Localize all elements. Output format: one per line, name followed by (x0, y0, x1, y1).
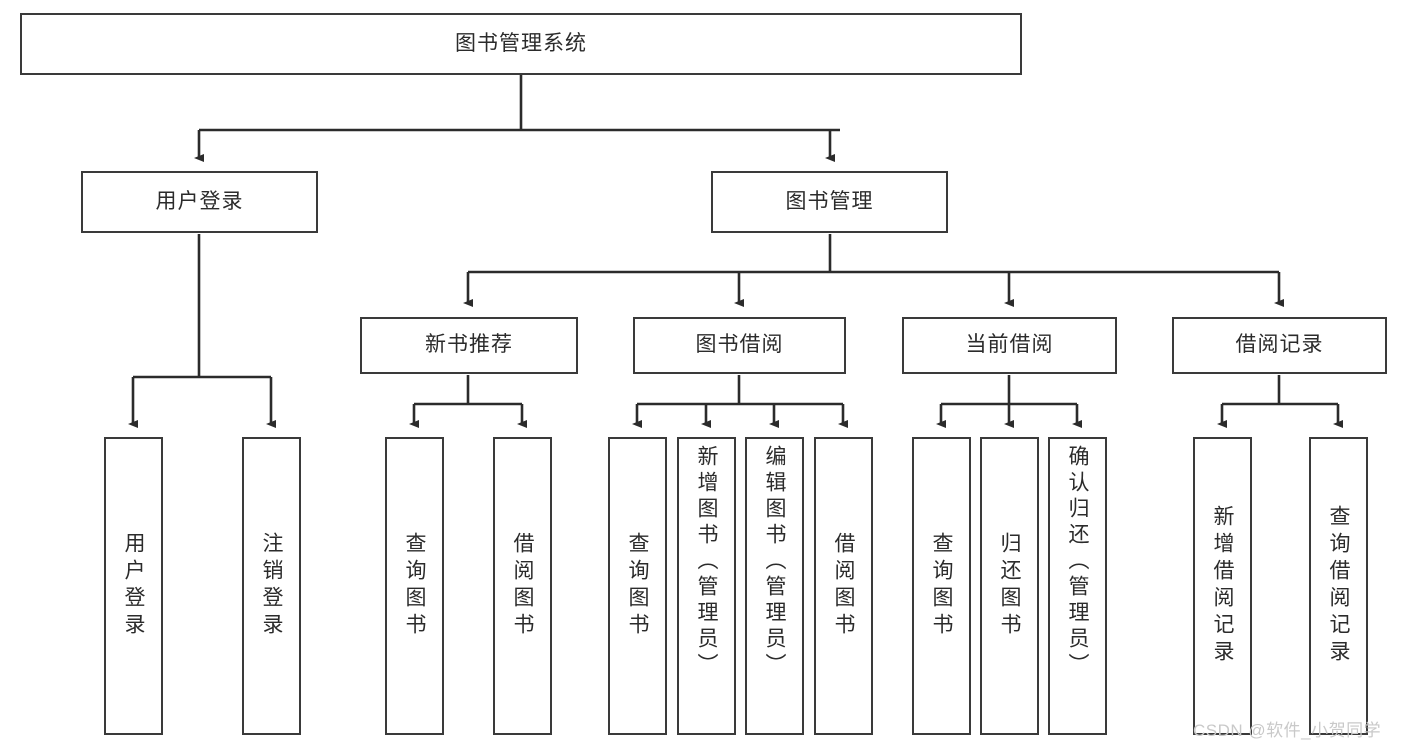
leaf-borrow-book-1-label: 借阅图书 (511, 532, 534, 640)
leaf-confirm-return-admin[interactable]: 确认归还（管理员） (1048, 437, 1107, 735)
leaf-borrow-book-1[interactable]: 借阅图书 (493, 437, 552, 735)
node-current-borrow-label: 当前借阅 (965, 333, 1054, 357)
leaf-edit-book-admin[interactable]: 编辑图书（管理员） (745, 437, 804, 735)
leaf-query-book-2-label: 查询图书 (626, 532, 649, 640)
leaf-add-book-admin[interactable]: 新增图书（管理员） (677, 437, 736, 735)
node-user-login[interactable]: 用户登录 (81, 171, 318, 233)
leaf-add-book-admin-label: 新增图书（管理员） (695, 445, 718, 679)
node-new-book-recommend[interactable]: 新书推荐 (360, 317, 578, 374)
leaf-edit-book-admin-label: 编辑图书（管理员） (763, 445, 786, 679)
node-user-login-label: 用户登录 (155, 189, 244, 213)
node-new-book-recommend-label: 新书推荐 (425, 333, 513, 357)
leaf-return-book-label: 归还图书 (998, 532, 1021, 640)
leaf-query-book-2[interactable]: 查询图书 (608, 437, 667, 735)
node-root[interactable]: 图书管理系统 (20, 13, 1022, 75)
leaf-add-borrow-record[interactable]: 新增借阅记录 (1193, 437, 1252, 735)
leaf-query-book-3-label: 查询图书 (930, 532, 953, 640)
watermark-csdn: CSDN @软件_小贺同学 (1193, 721, 1382, 740)
leaf-user-login[interactable]: 用户登录 (104, 437, 163, 735)
leaf-user-login-label: 用户登录 (122, 532, 145, 640)
leaf-query-borrow-record-label: 查询借阅记录 (1327, 505, 1350, 667)
node-root-label: 图书管理系统 (455, 31, 587, 55)
leaf-query-book-1-label: 查询图书 (403, 532, 426, 640)
leaf-logout-login-label: 注销登录 (260, 532, 283, 640)
leaf-borrow-book-2-label: 借阅图书 (832, 532, 855, 640)
leaf-confirm-return-admin-label: 确认归还（管理员） (1066, 445, 1089, 679)
node-borrow-record-label: 借阅记录 (1235, 333, 1324, 357)
leaf-query-book-1[interactable]: 查询图书 (385, 437, 444, 735)
node-current-borrow[interactable]: 当前借阅 (902, 317, 1117, 374)
leaf-query-borrow-record[interactable]: 查询借阅记录 (1309, 437, 1368, 735)
node-book-manage[interactable]: 图书管理 (711, 171, 948, 233)
leaf-add-borrow-record-label: 新增借阅记录 (1211, 505, 1234, 667)
leaf-borrow-book-2[interactable]: 借阅图书 (814, 437, 873, 735)
leaf-query-book-3[interactable]: 查询图书 (912, 437, 971, 735)
node-book-borrow-label: 图书借阅 (695, 333, 784, 357)
node-borrow-record[interactable]: 借阅记录 (1172, 317, 1387, 374)
leaf-return-book[interactable]: 归还图书 (980, 437, 1039, 735)
node-book-manage-label: 图书管理 (785, 189, 874, 213)
node-book-borrow[interactable]: 图书借阅 (633, 317, 846, 374)
leaf-logout-login[interactable]: 注销登录 (242, 437, 301, 735)
